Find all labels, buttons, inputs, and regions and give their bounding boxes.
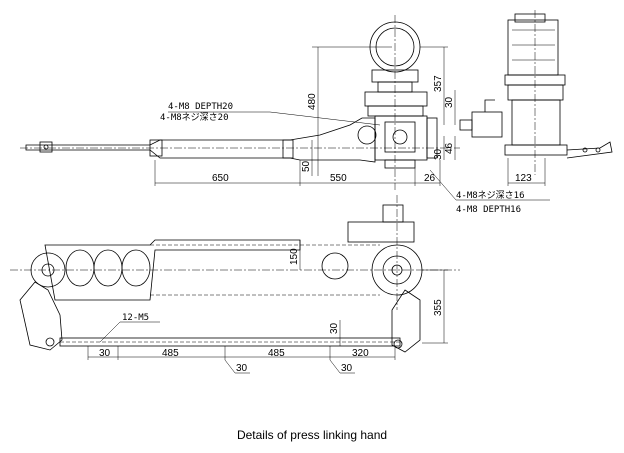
side-view: 123 [459,10,613,186]
right-top-block [347,221,415,243]
side-body [511,99,561,146]
side-base [504,144,568,156]
dim-30-leader-1: 30 [236,363,248,374]
arm-end-hole [43,144,49,150]
note-m8-jp-20: 4-M8ネジ深さ20 [160,112,229,123]
dim-550: 550 [330,173,347,184]
dim-150: 150 [289,248,300,265]
dim-480: 480 [307,93,318,110]
side-arm-hole-1 [582,147,588,153]
dim-123: 123 [515,173,532,184]
mid-roller [321,252,349,280]
arm-hole-3 [121,249,151,287]
right-hand-pin [393,339,403,349]
left-hand [19,281,63,351]
figure-caption: Details of press linking hand [236,428,388,442]
dim-30b: 30 [433,148,444,160]
side-gearbox [507,84,564,101]
hub-bore [392,129,408,145]
left-hub [30,252,66,288]
side-arm [566,141,613,159]
dim-485-right: 485 [268,348,285,359]
dim-650: 650 [212,173,229,184]
gearbox-lower [367,105,424,117]
dim-26: 26 [424,173,436,184]
dim-355: 355 [433,299,444,316]
side-cylinder [471,111,503,138]
dim-485-left: 485 [162,348,179,359]
note-12-m5: 12-M5 [122,313,149,323]
arm-joint-block [282,139,294,159]
left-hub-inner [41,263,55,277]
arm-mid-block [149,139,163,157]
side-cable [484,99,495,112]
note-m8-jp-16: 4-M8ネジ深さ16 [456,190,525,201]
hub-body [374,115,428,161]
right-cylinder [382,204,404,223]
hub-plate [384,121,416,153]
left-hand-pin [45,337,55,347]
hub-bottom [384,159,416,169]
dim-320: 320 [352,348,369,359]
dim-50: 50 [301,160,312,172]
right-hand [391,289,421,353]
arm-hole-2 [93,249,123,287]
dim-30-leader-2: 30 [341,363,353,374]
side-motor-cap [514,13,546,23]
side-motor [507,19,559,76]
bottom-view: 150 355 30 30 485 485 320 30 30 12-M5 [10,195,460,374]
long-arm [25,117,376,163]
dim-30-left: 30 [99,348,111,359]
arm-hole-1 [65,249,95,287]
note-m8-depth20: 4-M8 DEPTH20 [168,102,233,112]
dim-30a: 30 [444,96,455,108]
dim-46: 46 [444,142,455,154]
dim-30-vertical: 30 [329,322,340,334]
side-cylinder-rod [459,119,473,131]
hub-circle [357,125,377,145]
note-m8-depth16: 4-M8 DEPTH16 [456,205,521,215]
gearbox-body [364,91,428,107]
hub-side-bracket [426,117,438,159]
arm-end-block [39,141,53,153]
side-arm-hole-2 [595,147,601,153]
top-view: 650 550 26 50 480 357 30 30 46 4-M8 DEPT… [20,15,550,215]
dim-357: 357 [433,75,444,92]
